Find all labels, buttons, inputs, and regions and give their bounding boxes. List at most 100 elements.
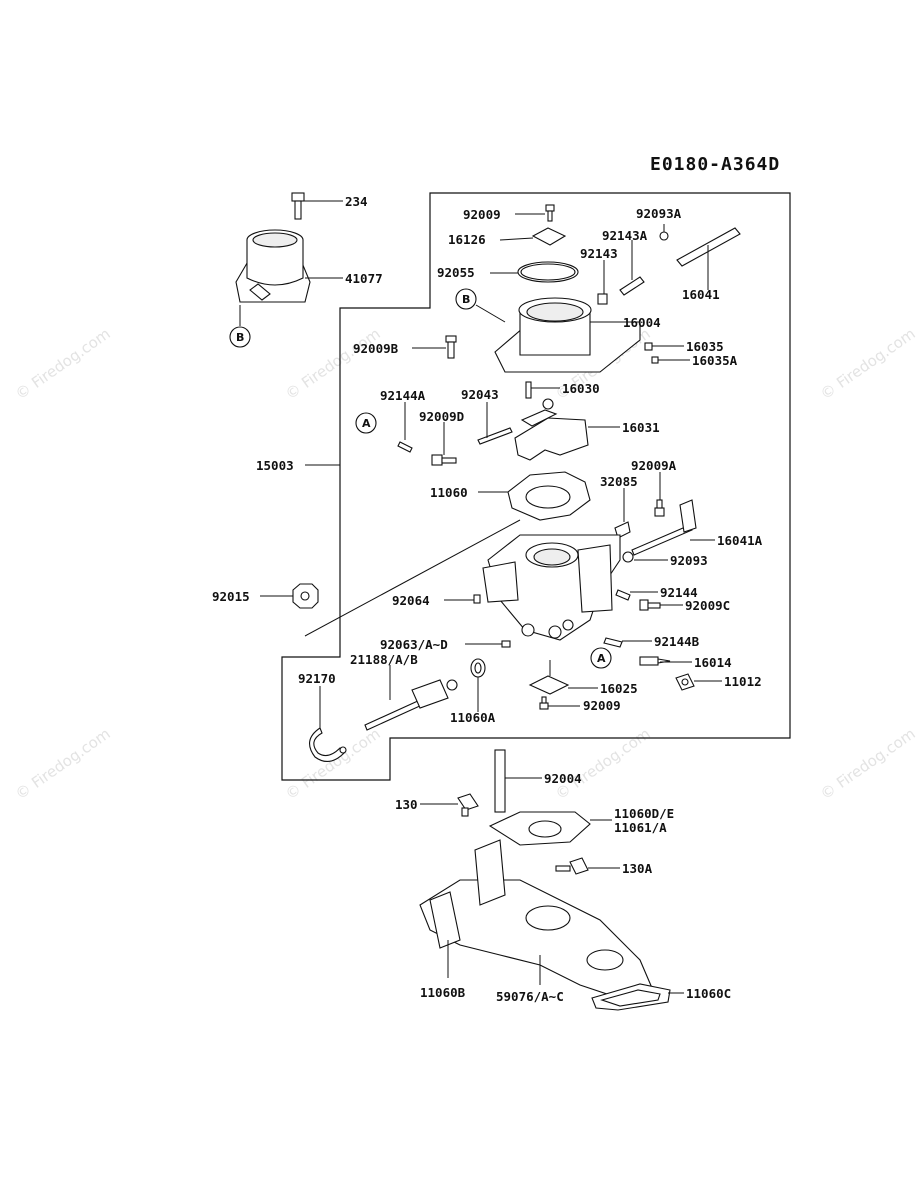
label-16041[interactable]: 16041 — [682, 287, 720, 302]
part-130-bolt[interactable] — [457, 793, 479, 817]
part-92009c-screw[interactable] — [639, 599, 661, 611]
label-11060a[interactable]: 11060A — [450, 710, 496, 725]
part-41077-air-horn[interactable] — [235, 229, 311, 303]
watermark: © Firedog.com — [12, 725, 114, 804]
part-11060c-gasket[interactable] — [591, 983, 671, 1011]
label-92143a[interactable]: 92143A — [602, 228, 648, 243]
part-16031-float[interactable] — [514, 398, 589, 461]
label-92004[interactable]: 92004 — [544, 771, 582, 786]
part-carburetor-body[interactable] — [482, 534, 621, 641]
label-92009-top[interactable]: 92009 — [463, 207, 501, 222]
part-92170-clamp[interactable] — [309, 727, 347, 763]
label-21188[interactable]: 21188/A/B — [350, 652, 418, 667]
label-16126[interactable]: 16126 — [448, 232, 486, 247]
label-11060de[interactable]: 11060D/E — [614, 806, 674, 821]
label-92015[interactable]: 92015 — [212, 589, 250, 604]
part-16025-plate[interactable] — [528, 675, 570, 695]
svg-text:B: B — [236, 331, 244, 344]
part-92064[interactable] — [473, 594, 481, 604]
diagram-code: E0180-A364D — [650, 154, 780, 175]
watermark: © Firedog.com — [817, 725, 917, 804]
callout-b-body: B — [455, 288, 477, 310]
part-92093a-washer[interactable] — [659, 231, 669, 241]
label-92009d[interactable]: 92009D — [419, 409, 464, 424]
part-16014-needle[interactable] — [639, 656, 671, 666]
watermark: © Firedog.com — [817, 325, 917, 404]
label-16035a[interactable]: 16035A — [692, 353, 738, 368]
watermark: © Firedog.com — [12, 325, 114, 404]
label-11012[interactable]: 11012 — [724, 674, 762, 689]
label-130a[interactable]: 130A — [622, 861, 653, 876]
part-92144-spring[interactable] — [615, 589, 631, 601]
part-92009a-screw[interactable] — [654, 499, 665, 517]
label-16004[interactable]: 16004 — [623, 315, 661, 330]
label-92143[interactable]: 92143 — [580, 246, 618, 261]
label-16041a[interactable]: 16041A — [717, 533, 763, 548]
label-92009b[interactable]: 92009B — [353, 341, 399, 356]
label-15003[interactable]: 15003 — [256, 458, 294, 473]
watermark: © Firedog.com — [552, 725, 654, 804]
label-92144a[interactable]: 92144A — [380, 388, 426, 403]
label-92093[interactable]: 92093 — [670, 553, 708, 568]
part-59076-intake-manifold[interactable] — [419, 839, 656, 1001]
label-11061a[interactable]: 11061/A — [614, 820, 667, 835]
part-92009-screw-bottom[interactable] — [539, 696, 549, 710]
part-92015-nut[interactable] — [292, 583, 319, 609]
label-92043[interactable]: 92043 — [461, 387, 499, 402]
label-11060b[interactable]: 11060B — [420, 985, 466, 1000]
part-16004-upper-body[interactable] — [494, 297, 641, 373]
callout-a-right: A — [590, 647, 612, 669]
part-92004-stud[interactable] — [494, 749, 506, 813]
label-59076[interactable]: 59076/A~C — [496, 989, 564, 1004]
part-92009b-screw[interactable] — [445, 335, 457, 359]
part-92144a-spring[interactable] — [397, 441, 413, 453]
label-92093a[interactable]: 92093A — [636, 206, 682, 221]
part-92043-shaft[interactable] — [477, 427, 513, 445]
label-92009a[interactable]: 92009A — [631, 458, 677, 473]
part-16035[interactable] — [644, 342, 653, 351]
part-16035a[interactable] — [651, 356, 659, 364]
assembly-frame — [281, 192, 791, 781]
part-16041a-shaft[interactable] — [631, 499, 697, 556]
watermark: © Firedog.com — [282, 325, 384, 404]
part-92009-screw-top[interactable] — [545, 204, 555, 222]
part-92143[interactable] — [597, 293, 608, 305]
label-32085[interactable]: 32085 — [600, 474, 638, 489]
label-130[interactable]: 130 — [395, 797, 418, 812]
part-11012-fitting[interactable] — [675, 673, 695, 691]
label-92063[interactable]: 92063/A~D — [380, 637, 448, 652]
part-234-bolt[interactable] — [291, 192, 305, 220]
part-16126-plate[interactable] — [531, 227, 567, 246]
part-21188-solenoid[interactable] — [364, 679, 458, 731]
part-92143a-shaft[interactable] — [619, 276, 645, 296]
label-92009-bottom[interactable]: 92009 — [583, 698, 621, 713]
part-11060-gasket[interactable] — [507, 471, 591, 521]
label-16031[interactable]: 16031 — [622, 420, 660, 435]
part-130a-bolt[interactable] — [555, 857, 589, 875]
label-234[interactable]: 234 — [345, 194, 368, 209]
part-92093-washer[interactable] — [622, 551, 634, 563]
label-16014[interactable]: 16014 — [694, 655, 732, 670]
part-16030[interactable] — [525, 381, 532, 399]
svg-text:B: B — [462, 293, 470, 306]
label-41077[interactable]: 41077 — [345, 271, 383, 286]
label-92144[interactable]: 92144 — [660, 585, 698, 600]
label-92064[interactable]: 92064 — [392, 593, 430, 608]
part-92144b-spring[interactable] — [603, 637, 623, 648]
svg-text:A: A — [597, 652, 606, 665]
svg-text:A: A — [362, 417, 371, 430]
label-11060[interactable]: 11060 — [430, 485, 468, 500]
label-92144b[interactable]: 92144B — [654, 634, 700, 649]
label-16025[interactable]: 16025 — [600, 681, 638, 696]
label-92009c[interactable]: 92009C — [685, 598, 730, 613]
label-16035[interactable]: 16035 — [686, 339, 724, 354]
label-92055[interactable]: 92055 — [437, 265, 475, 280]
label-92170[interactable]: 92170 — [298, 671, 336, 686]
callout-b-left: B — [229, 326, 251, 348]
label-11060c[interactable]: 11060C — [686, 986, 731, 1001]
part-11060d-gasket[interactable] — [488, 811, 591, 846]
part-92009d-screw[interactable] — [431, 454, 457, 466]
part-92063-plug[interactable] — [501, 640, 511, 648]
label-16030[interactable]: 16030 — [562, 381, 600, 396]
